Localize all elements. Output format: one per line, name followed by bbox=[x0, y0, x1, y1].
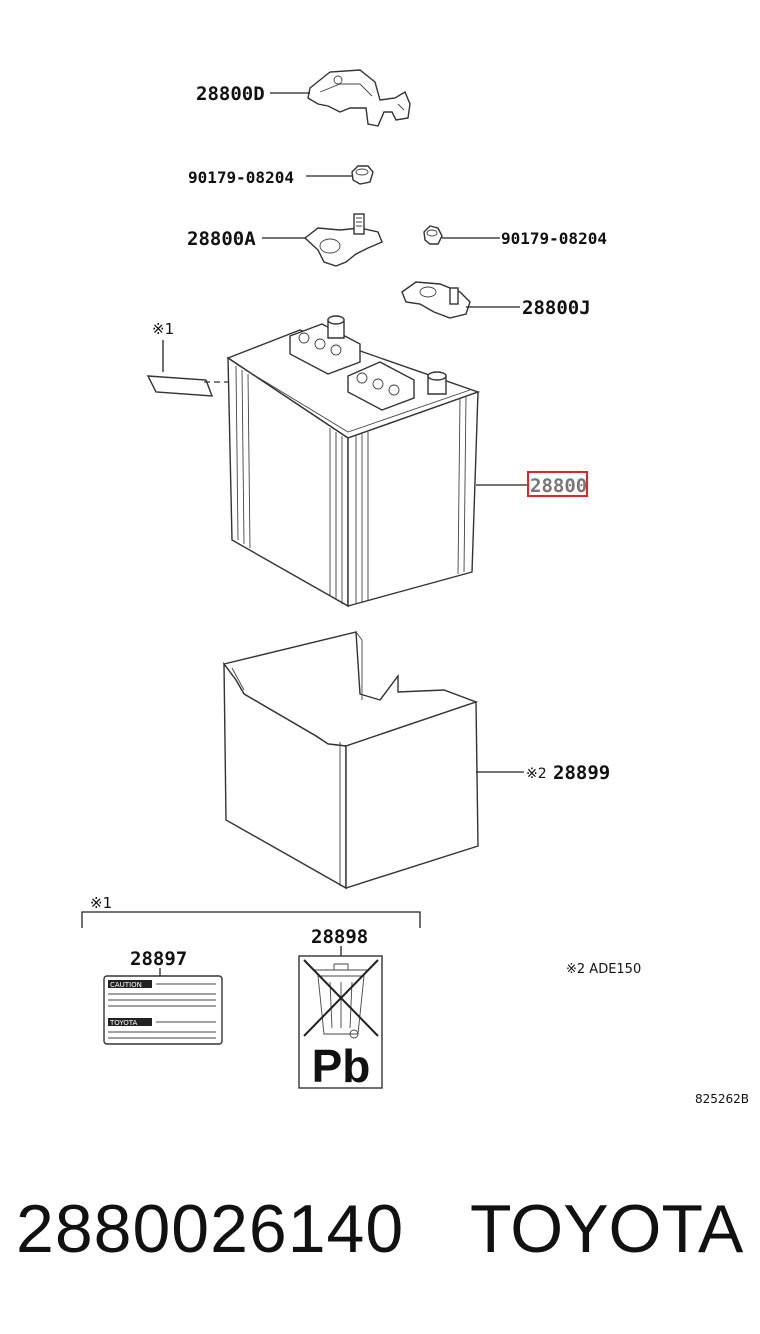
terminal-part-28800a bbox=[303, 213, 383, 267]
note-ade150: ※2 ADE150 bbox=[566, 962, 641, 977]
callout-28800d[interactable]: 28800D bbox=[196, 83, 265, 105]
callout-nut-right[interactable]: 90179-08204 bbox=[501, 229, 607, 248]
battery-part-28800 bbox=[226, 315, 481, 608]
callout-28800[interactable]: 28800 bbox=[530, 475, 587, 497]
caution-row1-text: CAUTION bbox=[110, 981, 142, 989]
note-marker-sticker: ※1 bbox=[152, 320, 174, 338]
highlight-box-28800 bbox=[527, 471, 588, 497]
tray-note-marker: ※2 bbox=[526, 766, 547, 782]
callout-28897[interactable]: 28897 bbox=[130, 948, 187, 970]
footer: 2880026140 TOYOTA bbox=[0, 1190, 760, 1280]
callout-28899[interactable]: 28899 bbox=[553, 762, 610, 784]
callout-28800a[interactable]: 28800A bbox=[187, 228, 256, 250]
terminal-part-28800j bbox=[401, 281, 471, 319]
diagram-code: 825262B bbox=[695, 1092, 749, 1106]
nut-part-right bbox=[423, 225, 443, 245]
caution-label-part-28897: CAUTION TOYOTA bbox=[103, 975, 223, 1045]
footer-brand: TOYOTA bbox=[470, 1191, 744, 1267]
group-bracket bbox=[81, 911, 421, 928]
callout-28800j[interactable]: 28800J bbox=[522, 297, 591, 319]
callout-nut-upper[interactable]: 90179-08204 bbox=[188, 168, 294, 187]
callout-28898[interactable]: 28898 bbox=[311, 926, 368, 948]
lead-symbol-text: Pb bbox=[312, 1040, 371, 1092]
crossed-bin-icon bbox=[303, 959, 379, 1039]
footer-part-number: 2880026140 bbox=[16, 1191, 405, 1267]
cover-part-28800d bbox=[307, 69, 411, 127]
nut-part-upper bbox=[351, 165, 374, 185]
recycle-label-part-28898: Pb bbox=[298, 955, 383, 1092]
sticker-label-part bbox=[146, 375, 214, 397]
tray-part-28899 bbox=[222, 631, 479, 890]
caution-row2-text: TOYOTA bbox=[109, 1019, 138, 1027]
group-note-marker: ※1 bbox=[90, 894, 112, 912]
